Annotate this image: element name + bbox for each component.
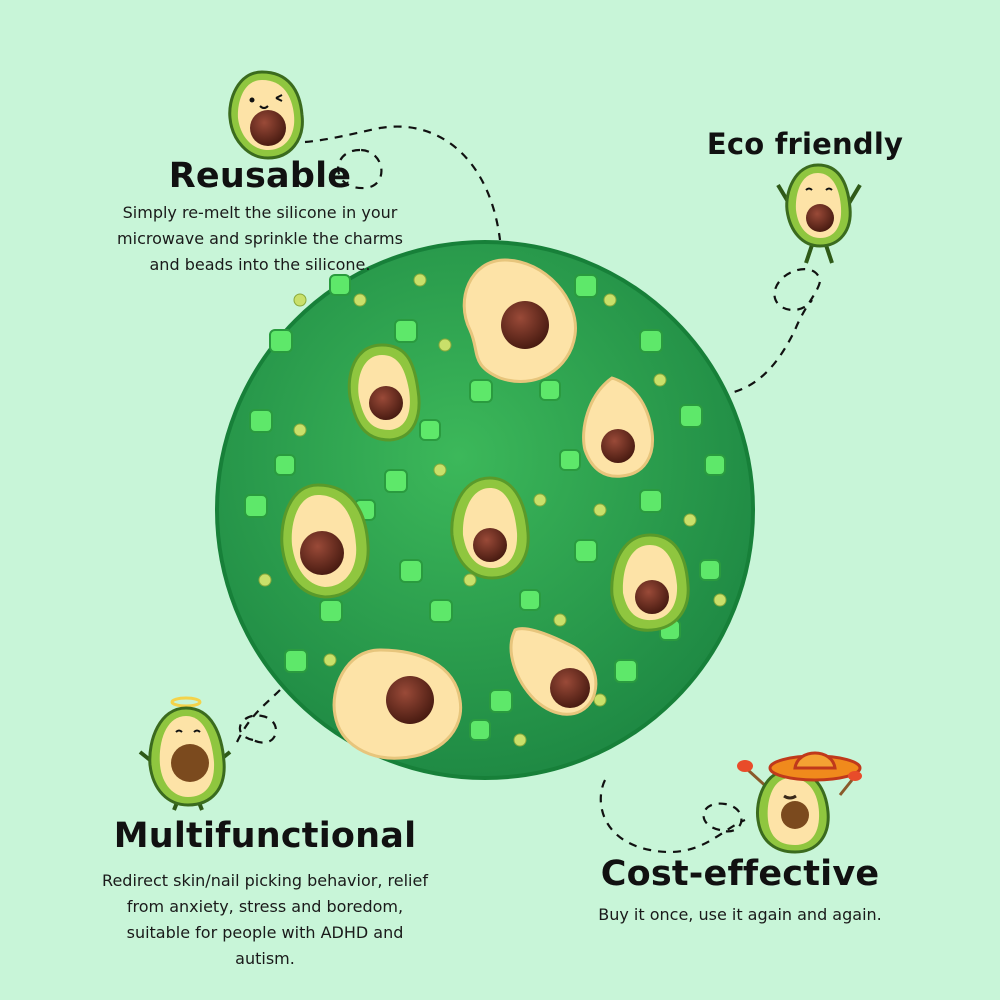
avocado-charm xyxy=(280,483,370,599)
dashed-path-icon xyxy=(236,125,822,853)
avocado-cheering-icon xyxy=(776,163,862,264)
avocado-bead-disc xyxy=(215,240,755,780)
feature-multifunctional: Multifunctional Redirect skin/nail picki… xyxy=(95,812,435,972)
feature-cost-effective: Cost-effective Buy it once, use it again… xyxy=(570,850,910,928)
avocado-charm xyxy=(509,627,598,716)
feature-description: Buy it once, use it again and again. xyxy=(598,905,882,924)
avocado-sombrero-icon xyxy=(737,751,862,854)
avocado-charm xyxy=(332,648,463,760)
feature-eco-friendly: Eco friendly xyxy=(690,124,920,164)
avocado-halo-icon xyxy=(138,696,232,811)
feature-title: Multifunctional xyxy=(113,816,417,856)
avocado-wink-icon xyxy=(228,70,304,160)
feature-title: Cost-effective xyxy=(600,854,880,894)
avocado-charm xyxy=(582,376,655,478)
feature-description: Redirect skin/nail picking behavior, rel… xyxy=(102,871,428,968)
avocado-charm xyxy=(462,258,577,383)
avocado-charm xyxy=(450,476,530,580)
avocado-charm xyxy=(347,343,421,442)
avocado-charm xyxy=(610,533,690,632)
feature-title: Reusable xyxy=(168,156,352,196)
feature-title: Eco friendly xyxy=(706,127,904,161)
beads xyxy=(244,274,726,741)
feature-description: Simply re-melt the silicone in your micr… xyxy=(117,203,403,274)
feature-reusable: Reusable Simply re-melt the silicone in … xyxy=(110,152,410,278)
